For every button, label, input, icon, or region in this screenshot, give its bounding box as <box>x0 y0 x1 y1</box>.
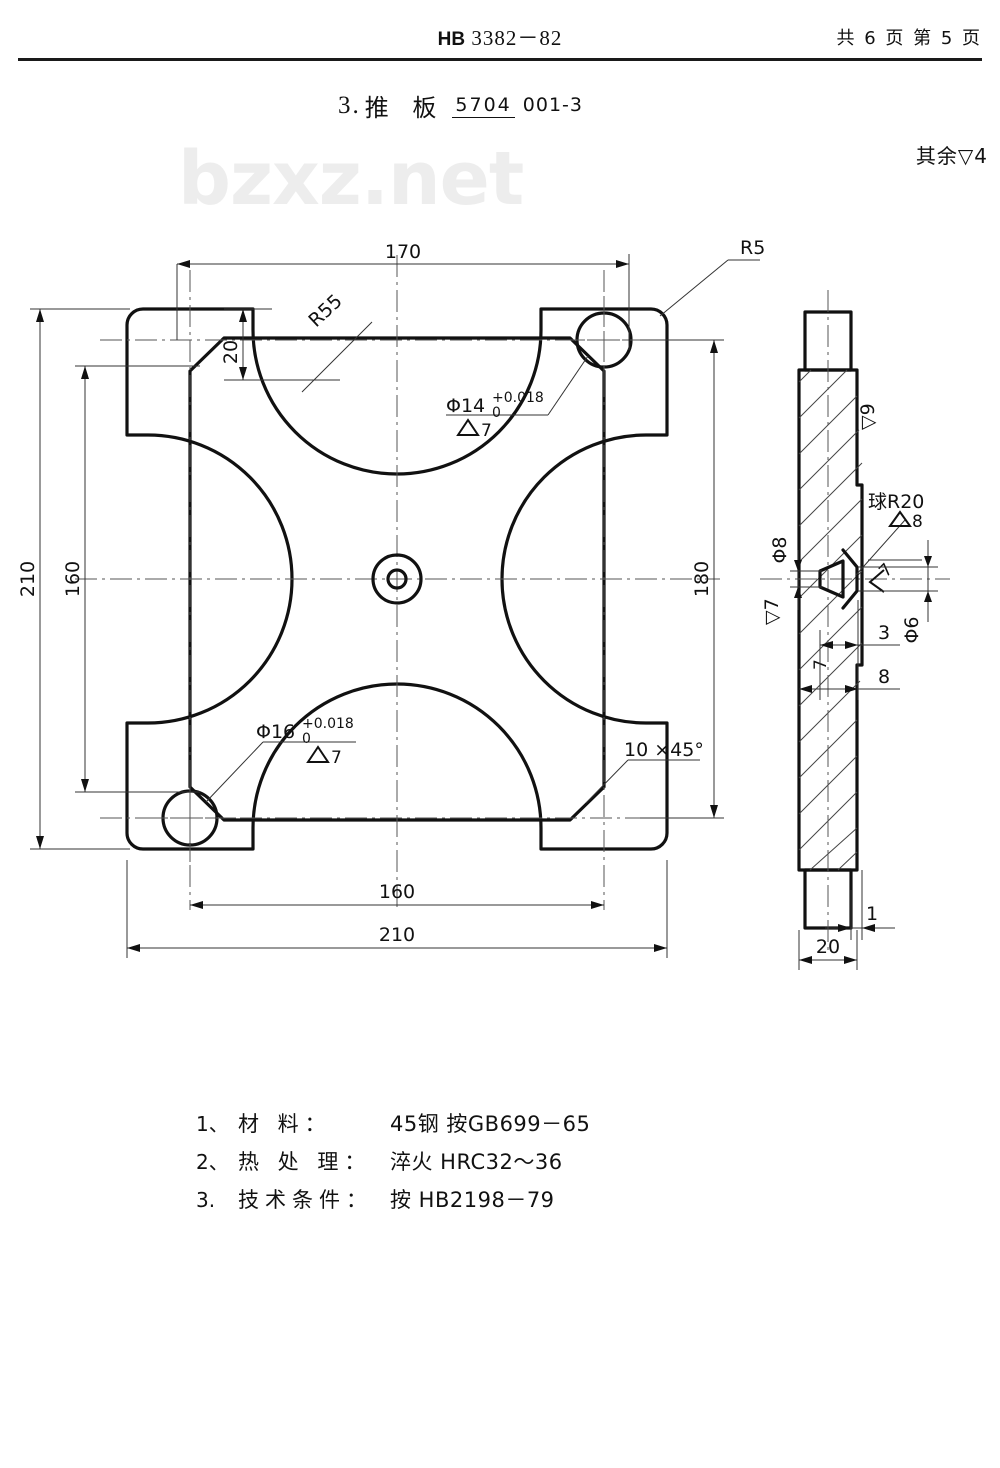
dimension-3: 3 <box>820 622 900 649</box>
note-item: 1、 材 料： 45钢 按GB699－65 <box>196 1108 836 1146</box>
dimension-1: 1 <box>825 870 895 940</box>
note-label: 热 处 理： <box>238 1150 372 1174</box>
dim-phi6-label: Φ6 <box>901 616 923 643</box>
dim-160-bottom-label: 160 <box>379 881 415 903</box>
dim-3-label: 3 <box>878 622 890 644</box>
dim-r55-label: R55 <box>304 290 346 332</box>
section-finish-left-label: ▽7 <box>761 598 783 625</box>
dim-20-thickness-label: 20 <box>816 936 840 958</box>
ball-finish-label: 8 <box>912 512 923 532</box>
page-count-label: 共 6 页 第 5 页 <box>836 28 982 49</box>
section-hatching <box>798 369 863 871</box>
dimension-20-thickness: 20 <box>798 930 858 970</box>
note-label: 技术条件： <box>238 1188 373 1212</box>
dimension-160-bottom: 160 <box>190 881 604 909</box>
callout-phi16: Φ16 +0.018 0 7 <box>205 716 356 803</box>
callout-phi16-finish: 7 <box>331 748 342 768</box>
callout-phi16-tol-upper: +0.018 <box>302 716 354 732</box>
dimension-8: 8 <box>799 600 900 700</box>
watermark: bzxz.net <box>178 136 524 222</box>
title-item-number: 3. <box>338 91 361 119</box>
note-index: 1、 <box>196 1112 229 1136</box>
standard-prefix: HB <box>437 29 466 50</box>
standard-number: 3382－82 <box>471 26 563 50</box>
callout-phi14-finish: 7 <box>481 421 492 441</box>
dimension-phi8: Φ8 <box>769 536 822 610</box>
note-value: 淬火 HRC32～36 <box>390 1150 563 1174</box>
callout-phi14-tol-lower: 0 <box>492 405 501 421</box>
seat-finish-label: 7 <box>875 560 897 582</box>
dimension-170: 170 <box>176 241 630 350</box>
dimension-210-left: 210 <box>17 308 130 850</box>
callout-phi14: Φ14 +0.018 0 7 <box>446 355 589 441</box>
dim-210-left-label: 210 <box>17 561 39 597</box>
dim-180-right-label: 180 <box>691 561 713 597</box>
callout-phi14-value: Φ14 <box>446 395 485 417</box>
callout-phi14-tol-upper: +0.018 <box>492 390 544 406</box>
radius-r5-callout: R5 <box>659 237 765 317</box>
dimension-phi6: Φ6 <box>858 540 938 644</box>
dim-phi8-label: Φ8 <box>769 536 791 563</box>
part-code-denominator: 001-3 <box>522 93 584 116</box>
counterbore-finish-label: 7 <box>811 659 831 670</box>
dim-20-label: 20 <box>220 340 242 364</box>
chamfer-note-label: 10 ×45° <box>624 739 704 761</box>
callout-ball-r20: 球R20 8 <box>855 491 924 576</box>
note-index: 2、 <box>196 1150 229 1174</box>
ball-note-label: 球R20 <box>868 491 924 513</box>
section-finish-right: ▽9 <box>857 403 879 430</box>
note-value: 45钢 按GB699－65 <box>390 1112 591 1136</box>
dim-8-label: 8 <box>878 666 890 688</box>
section-view: ▽7 ▽9 Φ8 球R20 8 7 <box>760 290 950 970</box>
dimension-210-bottom: 210 <box>126 860 668 958</box>
note-value: 按 HB2198－79 <box>390 1188 555 1212</box>
header-divider <box>18 58 982 61</box>
page-title: 推 板 <box>364 94 445 122</box>
technical-drawing: .obj { fill:none; stroke:#111; stroke-wi… <box>0 230 1000 1010</box>
title-row: 3. 推 板 5704 001-3 <box>0 88 1000 148</box>
part-code: 5704 001-3 <box>452 93 584 118</box>
dim-160-left-label: 160 <box>62 561 84 597</box>
section-finish-left: ▽7 <box>761 598 783 625</box>
center-hole <box>371 553 423 605</box>
dimension-160-left: 160 <box>62 365 200 793</box>
standard-code: HB 3382－82 <box>0 22 1000 52</box>
radius-r55-callout: R55 <box>301 290 373 393</box>
page-header: HB 3382－82 共 6 页 第 5 页 <box>0 0 1000 66</box>
note-label: 材 料： <box>238 1112 332 1136</box>
plate-outer-contour <box>125 307 669 851</box>
general-surface-finish-note: 其余▽4 <box>915 144 988 168</box>
part-code-numerator: 5704 <box>452 93 515 118</box>
section-finish-right-label: ▽9 <box>857 403 879 430</box>
dim-210-bottom-label: 210 <box>379 924 415 946</box>
drawing-title: 3. 推 板 5704 001-3 <box>338 88 583 123</box>
dim-170-label: 170 <box>385 241 421 263</box>
callout-phi16-tol-lower: 0 <box>302 731 311 747</box>
hole-phi16 <box>146 774 236 862</box>
note-index: 3. <box>196 1188 216 1212</box>
callout-phi16-value: Φ16 <box>256 721 295 743</box>
hole-phi14 <box>560 296 650 384</box>
dimension-20-notch: 20 <box>220 308 340 381</box>
note-item: 3. 技术条件： 按 HB2198－79 <box>196 1184 836 1222</box>
front-view-centerlines <box>75 255 720 910</box>
callout-chamfer: 10 ×45° <box>585 739 704 804</box>
note-item: 2、 热 处 理： 淬火 HRC32～36 <box>196 1146 836 1184</box>
callout-seat-finish: 7 <box>868 560 897 593</box>
dimension-180-right: 180 <box>640 339 724 819</box>
dim-r5-label: R5 <box>740 237 765 259</box>
technical-notes: 1、 材 料： 45钢 按GB699－65 2、 热 处 理： 淬火 HRC32… <box>196 1108 836 1222</box>
dim-1-label: 1 <box>866 903 878 925</box>
